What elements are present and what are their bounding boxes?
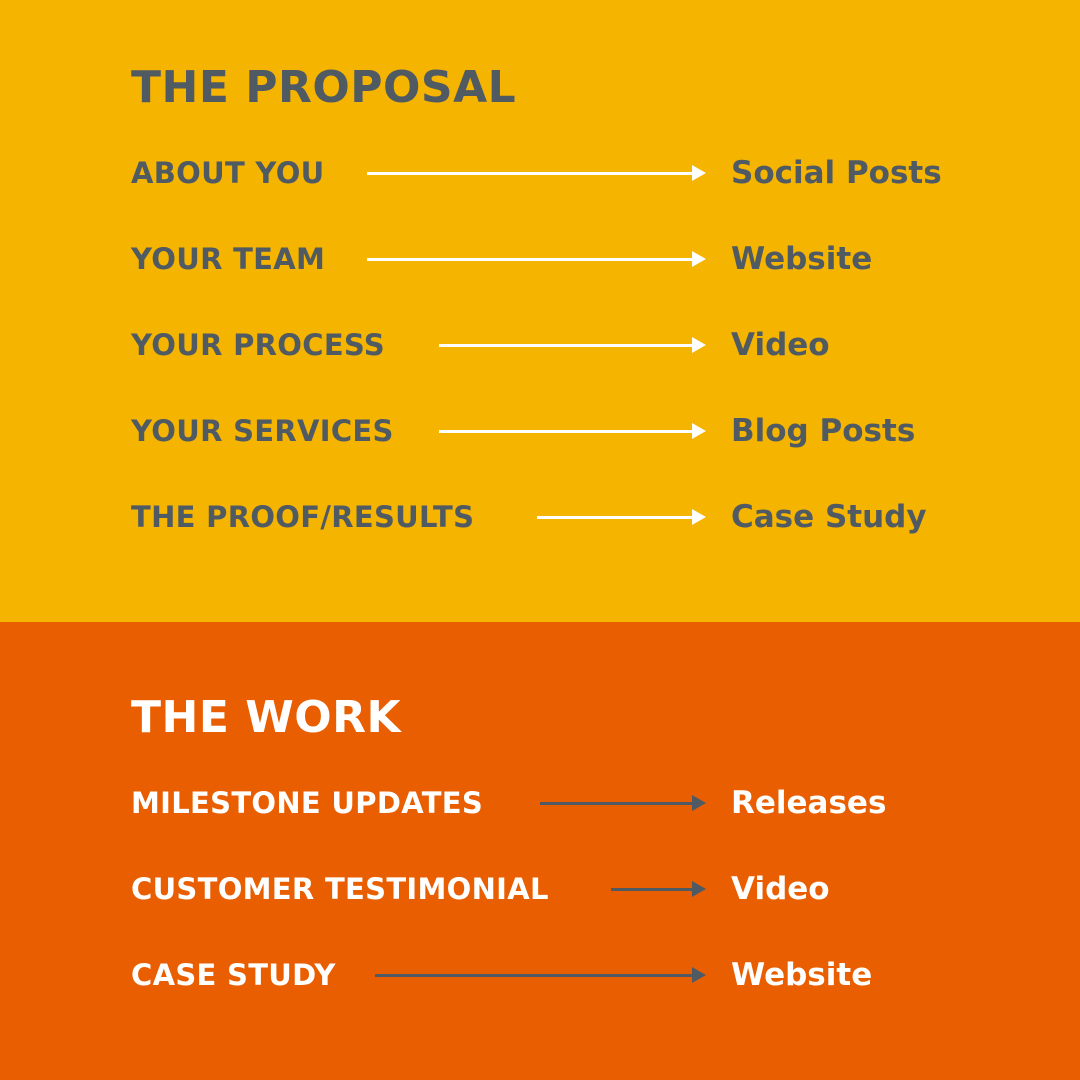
row-target: Website (731, 241, 873, 277)
row-label: CASE STUDY (131, 958, 336, 992)
mapping-row: CASE STUDY Website (131, 955, 1031, 995)
arrow-line (439, 430, 697, 433)
mapping-row: YOUR TEAM Website (131, 239, 1031, 279)
arrow-right-icon (692, 165, 706, 181)
proposal-title: THE PROPOSAL (131, 62, 517, 113)
arrow-line (367, 172, 697, 175)
proposal-section: THE PROPOSAL ABOUT YOU Social Posts YOUR… (0, 0, 1080, 622)
work-section: THE WORK MILESTONE UPDATES Releases CUST… (0, 622, 1080, 1080)
arrow-line (367, 258, 697, 261)
row-target: Video (731, 871, 830, 907)
mapping-row: MILESTONE UPDATES Releases (131, 783, 1031, 823)
row-target: Website (731, 957, 873, 993)
row-target: Blog Posts (731, 413, 916, 449)
work-title: THE WORK (131, 692, 402, 743)
mapping-row: YOUR PROCESS Video (131, 325, 1031, 365)
row-label: MILESTONE UPDATES (131, 786, 484, 820)
row-target: Video (731, 327, 830, 363)
arrow-right-icon (692, 509, 706, 525)
arrow-line (375, 974, 697, 977)
row-target: Social Posts (731, 155, 942, 191)
row-target: Releases (731, 785, 887, 821)
row-label: ABOUT YOU (131, 156, 325, 190)
row-target: Case Study (731, 499, 927, 535)
arrow-line (540, 802, 697, 805)
arrow-right-icon (692, 967, 706, 983)
mapping-row: THE PROOF/RESULTS Case Study (131, 497, 1031, 537)
arrow-right-icon (692, 337, 706, 353)
row-label: YOUR SERVICES (131, 414, 394, 448)
arrow-line (537, 516, 697, 519)
arrow-right-icon (692, 251, 706, 267)
arrow-line (439, 344, 697, 347)
row-label: THE PROOF/RESULTS (131, 500, 475, 534)
row-label: CUSTOMER TESTIMONIAL (131, 872, 549, 906)
row-label: YOUR PROCESS (131, 328, 385, 362)
arrow-right-icon (692, 423, 706, 439)
arrow-line (611, 888, 697, 891)
mapping-row: CUSTOMER TESTIMONIAL Video (131, 869, 1031, 909)
row-label: YOUR TEAM (131, 242, 326, 276)
arrow-right-icon (692, 795, 706, 811)
mapping-row: ABOUT YOU Social Posts (131, 153, 1031, 193)
arrow-right-icon (692, 881, 706, 897)
mapping-row: YOUR SERVICES Blog Posts (131, 411, 1031, 451)
